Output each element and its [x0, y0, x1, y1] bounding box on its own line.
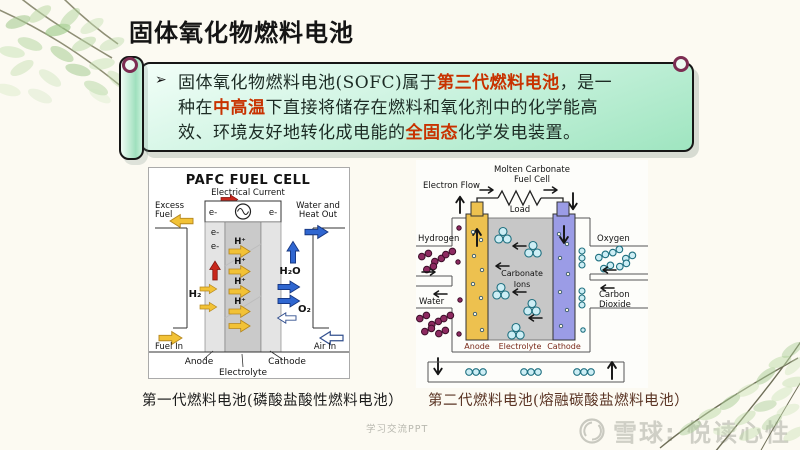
air-in-label: Air In	[314, 342, 336, 352]
h-plus-label: H⁺	[234, 277, 246, 287]
anode-terminal	[470, 201, 484, 217]
mcfc-anode-label: Anode	[464, 342, 490, 351]
h-plus-label: H⁺	[234, 257, 246, 267]
fuel-in-label: Fuel In	[155, 342, 183, 352]
water-label: Water	[419, 297, 445, 307]
callout-curl-left-icon	[122, 57, 138, 73]
caption-pafc: 第一代燃料电池(磷酸盐酸性燃料电池）	[142, 393, 404, 409]
carbon-dioxide-label: Carbon	[599, 290, 630, 300]
pafc-electrical-current-label: Electrical Current	[211, 188, 285, 198]
bottom-pipe-molecules	[465, 368, 595, 376]
carbonate-ions-label: Carbonate	[501, 269, 543, 278]
load-resistor-icon	[497, 189, 542, 207]
highlight-third-generation: 第三代燃料电池	[437, 73, 560, 93]
callout-box: ➢ 固体氧化物燃料电池(SOFC)属于第三代燃料电池，是一 种在中高温下直接将储…	[140, 62, 694, 152]
pafc-title: PAFC FUEL CELL	[186, 173, 310, 188]
callout-curl-right-icon	[673, 56, 689, 72]
cathode-dots	[556, 231, 571, 329]
h-plus-label: H⁺	[234, 237, 246, 247]
oxygen-label: Oxygen	[597, 234, 630, 244]
h-plus-label: H⁺	[234, 297, 246, 307]
pafc-anode-label: Anode	[185, 357, 214, 367]
channel-molecules-left	[455, 225, 463, 337]
electron-label: e-	[211, 228, 219, 238]
pafc-electrolyte-label: Electrolyte	[219, 368, 268, 378]
mcfc-figure: Molten Carbonate Fuel Cell Electron Flow…	[416, 160, 648, 388]
water-heat-out-label: Heat Out	[299, 210, 338, 220]
watermark-text: 学习交流PPT	[366, 424, 429, 435]
callout-line-2: 种在中高温下直接将储存在燃料和氧化剂中的化学能高	[178, 98, 598, 118]
callout-text: 固体氧化物燃料电池(SOFC)属于第三代燃料电池，是一 种在中高温下直接将储存在…	[178, 71, 612, 146]
electron-flow-label: Electron Flow	[423, 181, 480, 191]
hydrogen-label: Hydrogen	[418, 234, 459, 244]
pafc-cathode-label: Cathode	[268, 357, 306, 367]
callout-line-1: 固体氧化物燃料电池(SOFC)属于第三代燃料电池，是一	[178, 73, 613, 93]
electron-label: e-	[211, 242, 219, 252]
caption-mcfc: 第二代燃料电池(熔融碳酸盐燃料电池）	[428, 393, 690, 409]
electron-label: e-	[269, 208, 277, 218]
water-heat-out-label: Water and	[296, 201, 340, 211]
cathode-terminal	[556, 201, 570, 217]
mcfc-title: Fuel Cell	[514, 175, 550, 185]
carbon-dioxide-label: Dioxide	[599, 300, 631, 310]
highlight-all-solid-state: 全固态	[405, 123, 458, 143]
highlight-mid-high-temp: 中高温	[213, 98, 266, 118]
mcfc-title: Molten Carbonate	[494, 165, 570, 175]
mcfc-cathode-label: Cathode	[547, 342, 581, 351]
o2-label: O₂	[298, 304, 311, 315]
anode-dots	[470, 229, 485, 333]
brand-watermark: 雪球: 悦读心性	[577, 413, 791, 448]
load-label: Load	[510, 205, 530, 215]
excess-fuel-label: Excess	[155, 201, 185, 211]
carbonate-ions-label: Ions	[514, 280, 531, 289]
pafc-figure: PAFC FUEL CELL Electrical Current e- e- …	[148, 167, 350, 379]
bullet-arrow-icon: ➢	[155, 72, 167, 88]
callout-line-3: 效、环境友好地转化成电能的全固态化学发电装置。	[178, 123, 581, 143]
xueqiu-logo-icon	[579, 417, 605, 444]
mcfc-electrolyte-label: Electrolyte	[499, 342, 542, 351]
channel-molecules-right	[578, 247, 586, 333]
h2-label: H₂	[189, 289, 202, 300]
page-title: 固体氧化物燃料电池	[129, 18, 354, 47]
electron-label: e-	[209, 208, 217, 218]
excess-fuel-label: Fuel	[155, 210, 172, 220]
brand-watermark-text: 雪球: 悦读心性	[613, 419, 791, 447]
h2o-label: H₂O	[279, 266, 300, 277]
